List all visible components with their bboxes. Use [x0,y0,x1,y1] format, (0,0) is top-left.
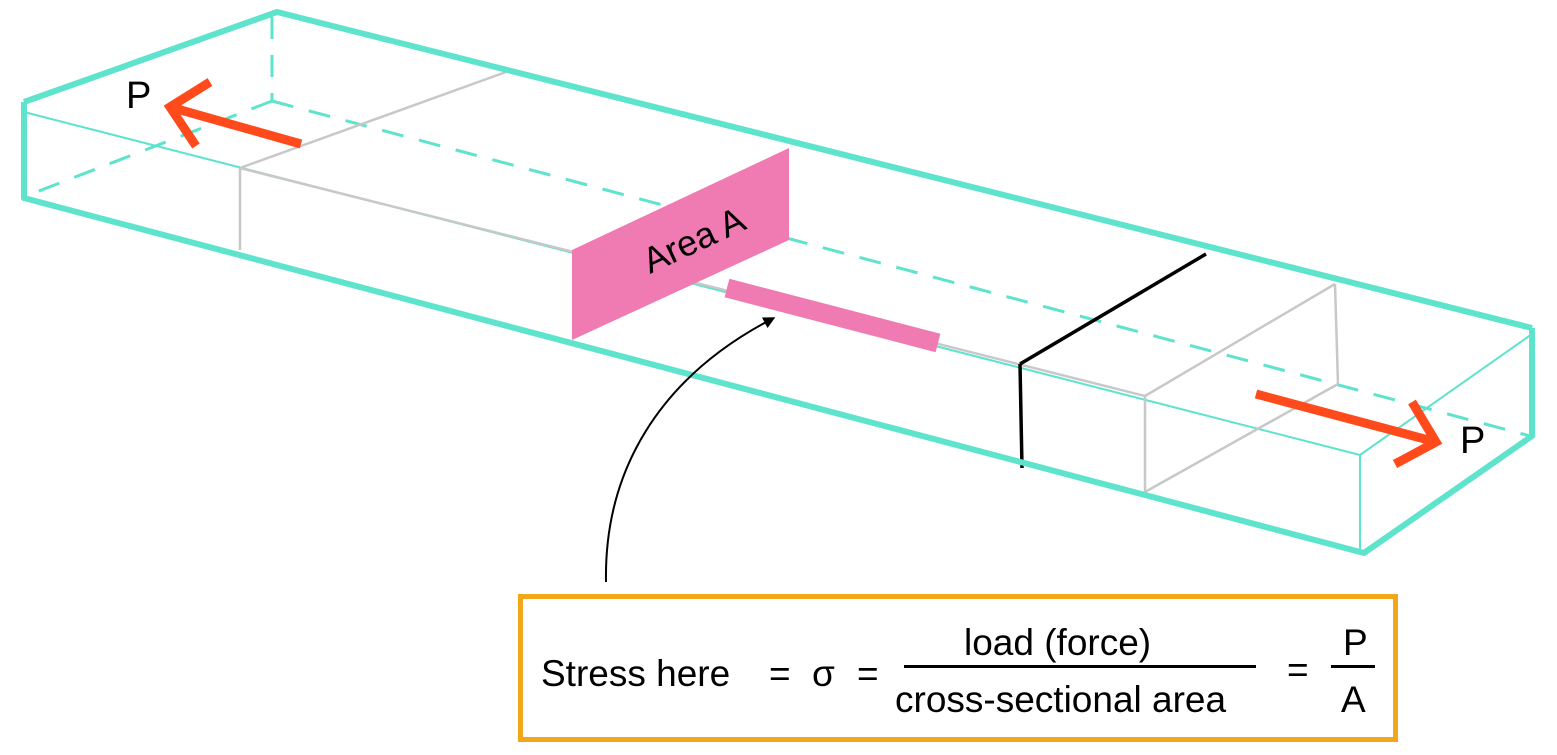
formula-denominator-2: A [1341,679,1366,720]
black-section-cut [1018,252,1207,469]
right-load-arrow [1254,389,1443,468]
formula-numerator-2: P [1343,622,1368,663]
hidden-back-edges [25,17,1535,439]
load-label-right: P [1460,420,1485,462]
formula-fraction-bar-1 [904,665,1256,668]
area-section-highlight-strip [724,278,941,353]
formula-denominator: cross-sectional area [895,679,1227,720]
formula-sigma: σ [812,653,835,694]
formula-equals-1: = [769,653,791,694]
bar-outline [21,9,1535,556]
formula-lhs: Stress here [541,653,731,694]
formula-equals-2: = [857,653,879,694]
load-label-left: P [126,75,151,117]
formula-numerator: load (force) [964,622,1152,663]
grey-cross-sections [238,70,1340,494]
formula-fraction-bar-2 [1331,665,1375,668]
pointer-arrow [604,317,776,583]
left-load-arrow [163,78,303,149]
area-section-face [572,148,789,340]
stress-formula-box: Stress here = σ = load (force) cross-sec… [518,594,1398,742]
formula-equals-3: = [1287,649,1309,690]
